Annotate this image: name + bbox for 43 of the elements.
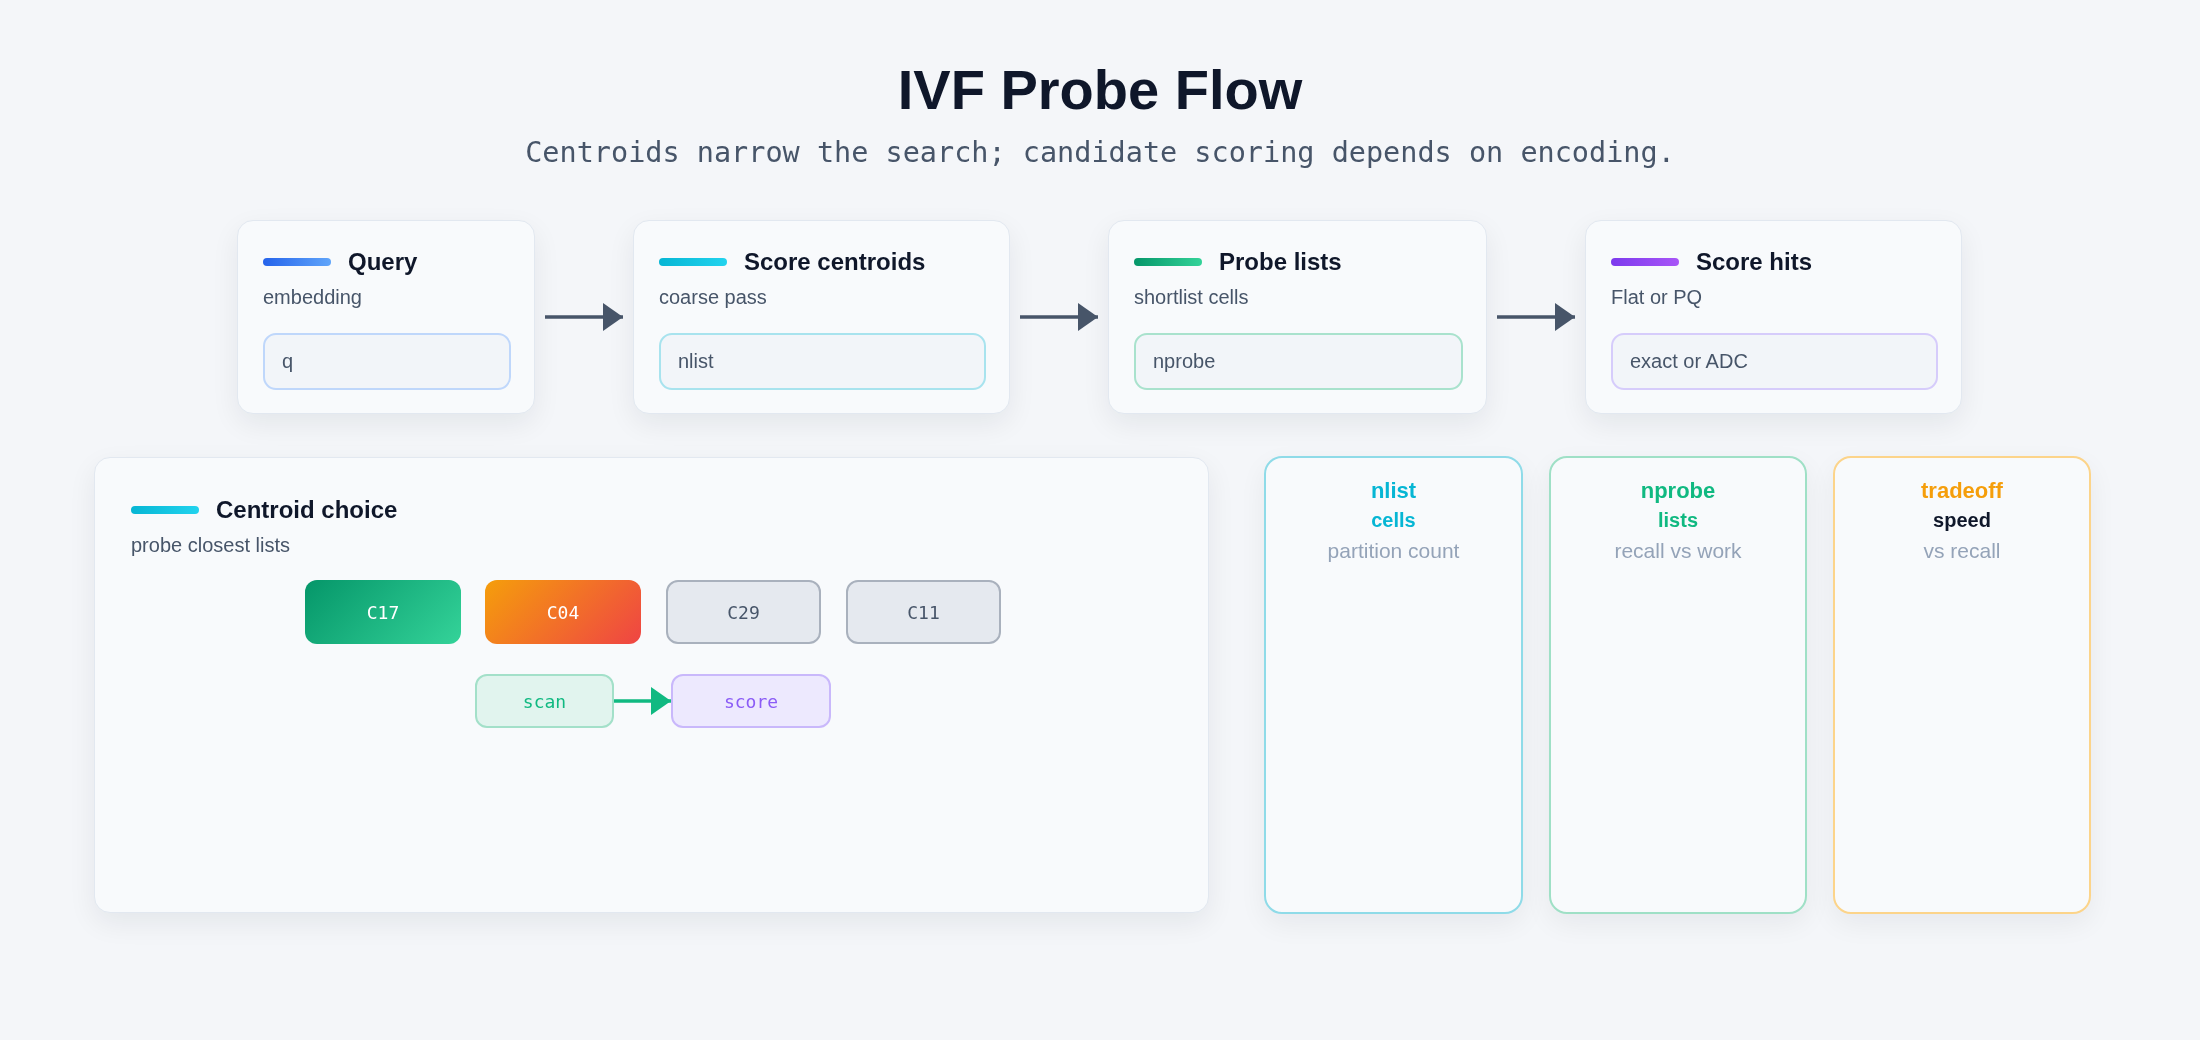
metric-card: [1264, 456, 1523, 914]
card-subtitle: coarse pass: [659, 285, 767, 310]
metric-name: tradeoff: [1921, 477, 2003, 505]
value-box: nprobe: [1134, 333, 1463, 390]
step-chip: scan: [475, 674, 614, 728]
card-title: Probe lists: [1219, 247, 1342, 277]
metric-note: partition count: [1327, 538, 1460, 564]
metric-note: recall vs work: [1614, 538, 1742, 564]
card-subtitle: shortlist cells: [1134, 285, 1249, 310]
arrow: [545, 303, 623, 331]
centroid-chip: C17: [305, 580, 461, 644]
panel-subtitle: probe closest lists: [131, 533, 290, 558]
diagram-title: IVF Probe Flow: [897, 58, 1303, 122]
card-subtitle: Flat or PQ: [1611, 285, 1703, 310]
process-card: [633, 220, 1010, 414]
centroid-chip: C29: [666, 580, 821, 644]
metric-note: vs recall: [1923, 538, 2001, 564]
process-card: [1108, 220, 1487, 414]
info-panel: [94, 457, 1209, 913]
value-box: exact or ADC: [1611, 333, 1938, 390]
arrow: [614, 687, 671, 715]
metric-name: nlist: [1370, 477, 1417, 505]
process-card: [237, 220, 535, 414]
value-box: nlist: [659, 333, 986, 390]
metric-unit: cells: [1371, 508, 1416, 533]
centroid-chip: C11: [846, 580, 1001, 644]
subtitle: Centroids narrow the search; candidate scoring depends on encoding.: [525, 135, 1675, 171]
arrow: [1497, 303, 1575, 331]
centroid-chip: C04: [485, 580, 641, 644]
card-title: Score centroids: [744, 247, 926, 277]
metric-unit: lists: [1658, 508, 1698, 533]
metric-card: [1549, 456, 1807, 914]
metric-card: [1833, 456, 2091, 914]
card-title: Query: [348, 247, 418, 277]
metric-name: nprobe: [1640, 477, 1716, 505]
card-title: Score hits: [1696, 247, 1813, 277]
arrow: [1020, 303, 1098, 331]
panel-title: Centroid choice: [216, 495, 398, 525]
card-subtitle: embedding: [263, 285, 362, 310]
value-box: q: [263, 333, 511, 390]
process-card: [1585, 220, 1962, 414]
metric-unit: speed: [1933, 508, 1991, 533]
step-chip: score: [671, 674, 831, 728]
